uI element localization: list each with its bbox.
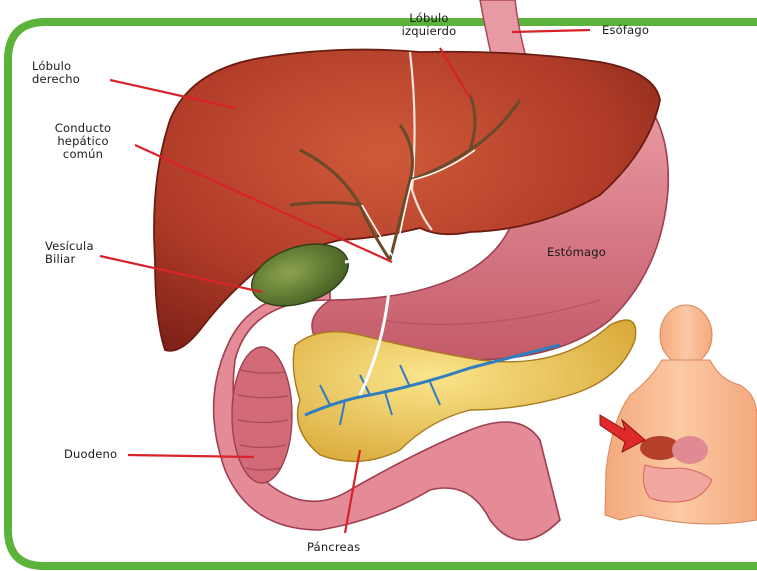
label-lobulo-derecho: Lóbulo derecho (32, 60, 80, 86)
label-conducto-hepatico: Conducto hepático común (38, 122, 128, 161)
label-duodeno: Duodeno (64, 448, 117, 461)
label-pancreas: Páncreas (307, 541, 360, 554)
inset-head (660, 305, 712, 365)
label-lobulo-izquierdo: Lóbulo izquierdo (384, 12, 474, 38)
inset-stomach (672, 436, 708, 464)
label-estomago: Estómago (547, 246, 606, 259)
label-vesicula-biliar: Vesícula Biliar (45, 240, 94, 266)
duodenum-opening (232, 347, 292, 483)
label-esofago: Esófago (602, 24, 649, 37)
